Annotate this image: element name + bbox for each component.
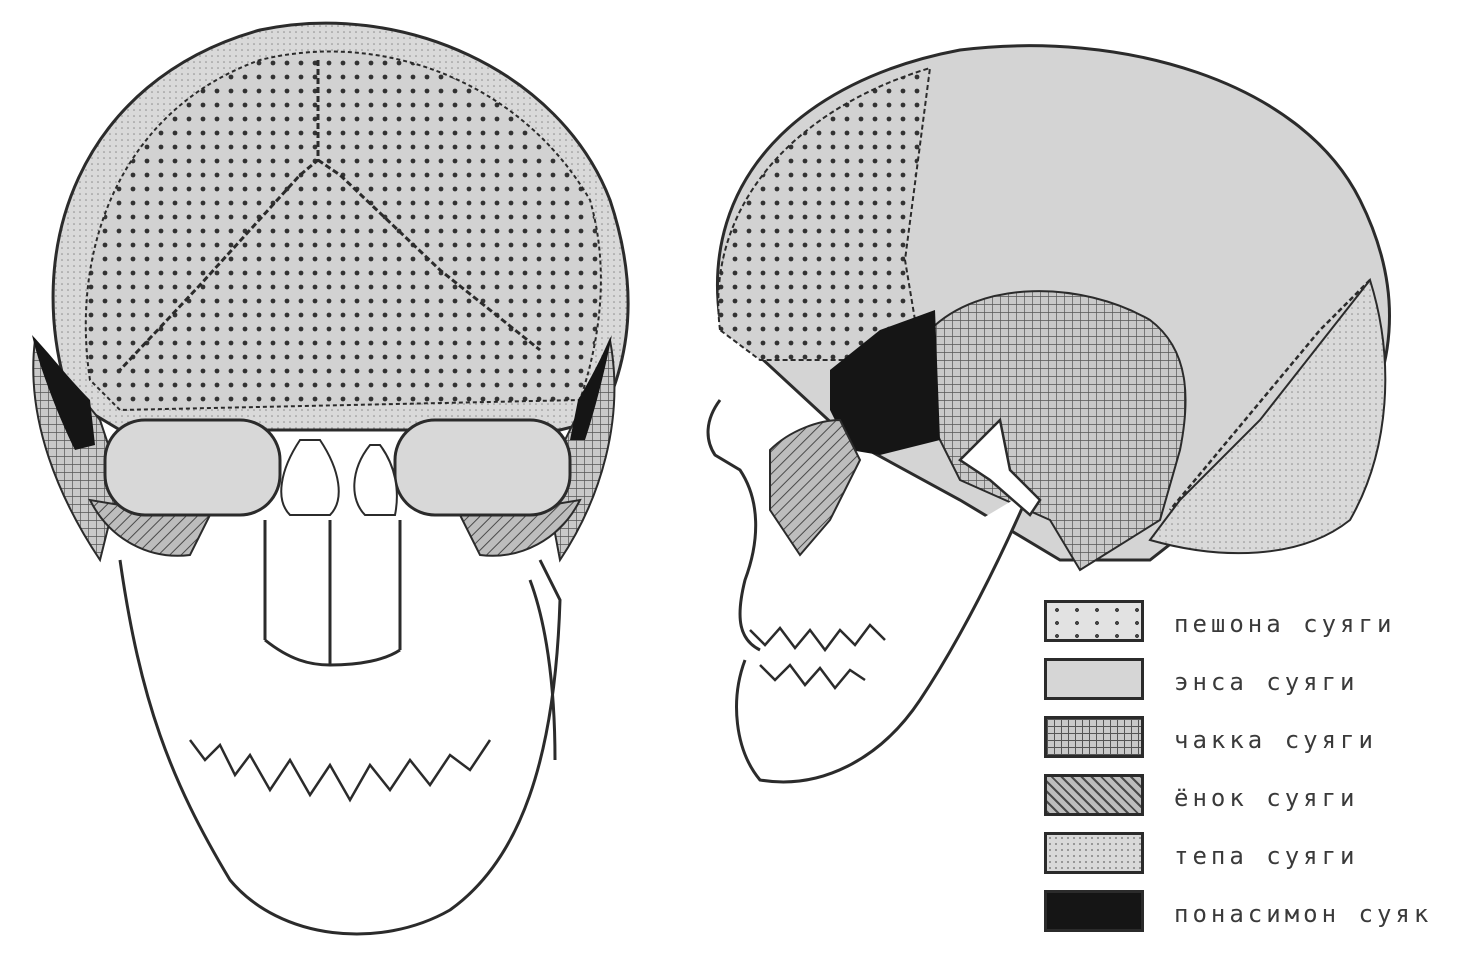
legend-swatch-parietal: [1044, 658, 1144, 700]
legend: пешона суяги энса суяги чакка суяги ёнок…: [1040, 600, 1460, 948]
legend-swatch-zygomatic: [1044, 774, 1144, 816]
legend-item-temporal: чакка суяги: [1040, 716, 1460, 774]
side-zygomatic: [770, 420, 860, 555]
legend-label-parietal: энса суяги: [1174, 668, 1359, 696]
skull-front-view: [32, 23, 628, 934]
front-right-orbit: [395, 420, 570, 515]
legend-label-frontal: пешона суяги: [1174, 610, 1395, 638]
legend-item-frontal: пешона суяги: [1040, 600, 1460, 658]
front-nasal-right: [354, 445, 397, 515]
legend-label-zygomatic: ёнок суяги: [1174, 784, 1359, 812]
legend-item-occipital: тепа суяги: [1040, 832, 1460, 890]
legend-item-parietal: энса суяги: [1040, 658, 1460, 716]
legend-swatch-frontal: [1044, 600, 1144, 642]
front-left-orbit: [105, 420, 280, 515]
legend-label-temporal: чакка суяги: [1174, 726, 1377, 754]
side-mandible: [737, 490, 1030, 782]
legend-swatch-temporal: [1044, 716, 1144, 758]
legend-item-zygomatic: ёнок суяги: [1040, 774, 1460, 832]
legend-item-sphenoid: понасимон суяк: [1040, 890, 1460, 948]
side-face: [708, 400, 760, 650]
legend-swatch-occipital: [1044, 832, 1144, 874]
front-nasal: [281, 440, 338, 515]
legend-label-sphenoid: понасимон суяк: [1174, 900, 1432, 928]
front-mandible: [120, 560, 560, 934]
legend-swatch-sphenoid: [1044, 890, 1144, 932]
legend-label-occipital: тепа суяги: [1174, 842, 1359, 870]
